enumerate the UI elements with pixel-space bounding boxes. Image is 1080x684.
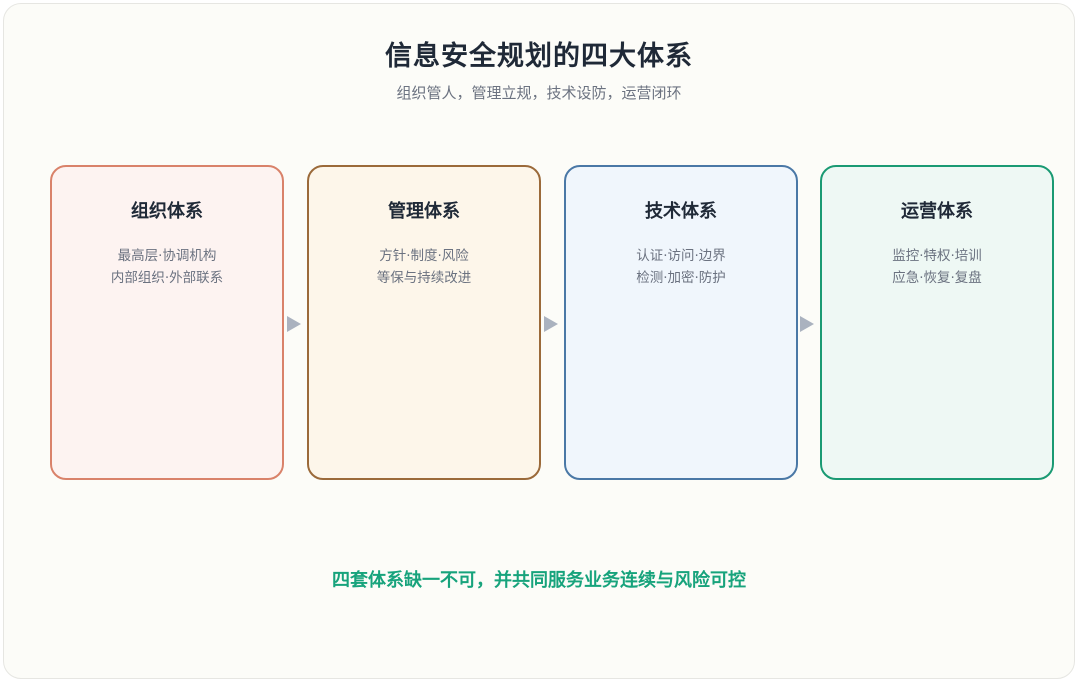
card-management: 管理体系 方针·制度·风险 等保与持续改进 bbox=[307, 165, 541, 480]
card-line-2: 检测·加密·防护 bbox=[636, 270, 726, 286]
card-line-1: 方针·制度·风险 bbox=[379, 248, 469, 264]
diagram-canvas: 信息安全规划的四大体系 组织管人，管理立规，技术设防，运营闭环 组织体系 最高层… bbox=[3, 3, 1075, 679]
footer-note: 四套体系缺一不可，并共同服务业务连续与风险可控 bbox=[332, 570, 746, 591]
card-title: 运营体系 bbox=[901, 201, 973, 222]
card-organization: 组织体系 最高层·协调机构 内部组织·外部联系 bbox=[50, 165, 284, 480]
card-line-2: 内部组织·外部联系 bbox=[110, 270, 224, 286]
arrow-right-icon bbox=[800, 316, 814, 332]
card-line-1: 监控·特权·培训 bbox=[892, 248, 982, 264]
card-line-1: 认证·访问·边界 bbox=[636, 248, 726, 264]
arrow-right-icon bbox=[287, 316, 301, 332]
card-title: 技术体系 bbox=[645, 201, 717, 222]
card-line-1: 最高层·协调机构 bbox=[117, 248, 217, 264]
card-title: 管理体系 bbox=[388, 201, 460, 222]
card-technology: 技术体系 认证·访问·边界 检测·加密·防护 bbox=[564, 165, 798, 480]
card-line-2: 等保与持续改进 bbox=[376, 270, 472, 286]
card-title: 组织体系 bbox=[131, 201, 203, 222]
card-operations: 运营体系 监控·特权·培训 应急·恢复·复盘 bbox=[820, 165, 1054, 480]
card-line-2: 应急·恢复·复盘 bbox=[892, 270, 982, 286]
page-title: 信息安全规划的四大体系 bbox=[385, 41, 693, 72]
arrow-right-icon bbox=[544, 316, 558, 332]
page-subtitle: 组织管人，管理立规，技术设防，运营闭环 bbox=[396, 84, 682, 102]
